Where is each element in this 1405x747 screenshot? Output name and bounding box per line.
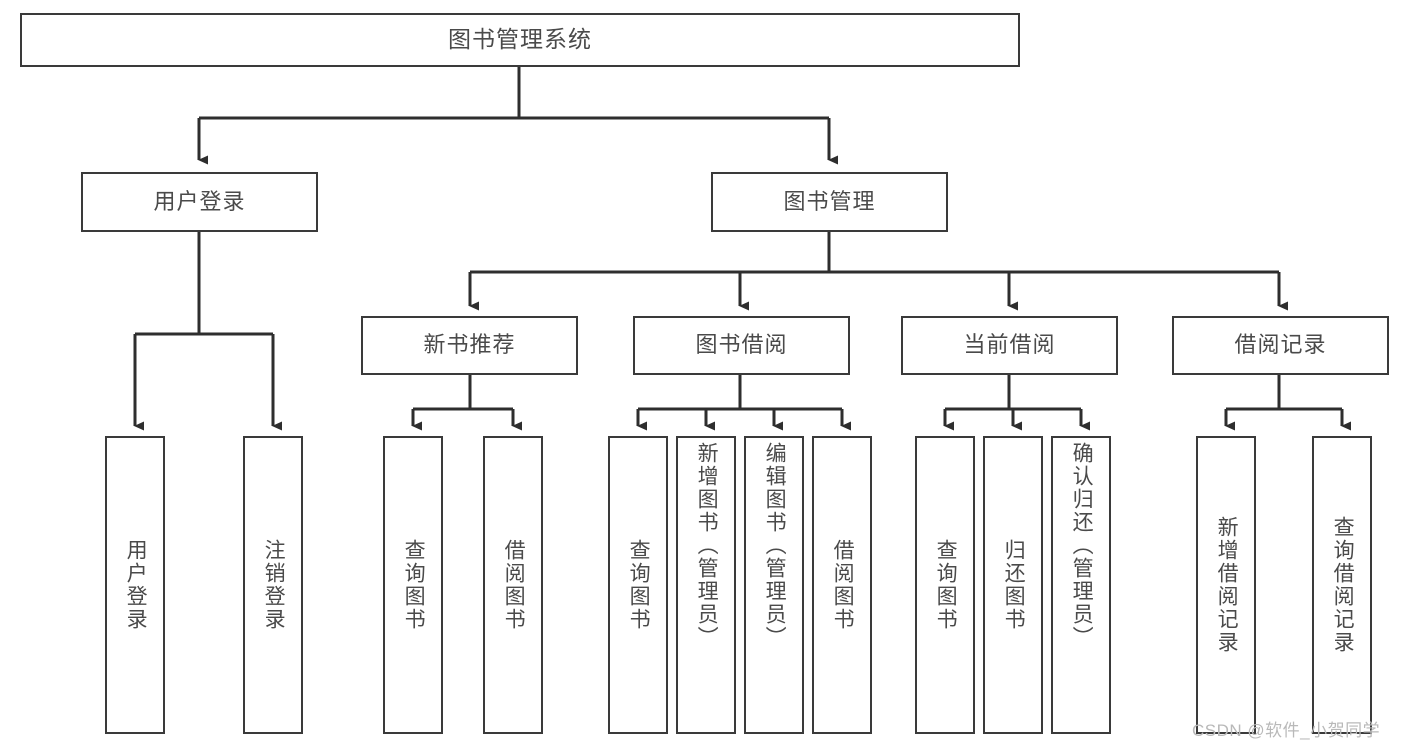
leaf-query-books-recommend[interactable]: 查询图书: [383, 436, 443, 734]
leaf-add-borrow-record[interactable]: 新增借阅记录: [1196, 436, 1256, 734]
node-book-borrow[interactable]: 图书借阅: [633, 316, 850, 375]
leaf-add-book-admin[interactable]: 新增图书（管理员）: [676, 436, 736, 734]
node-label: 借阅图书: [831, 539, 855, 631]
leaf-return-books[interactable]: 归还图书: [983, 436, 1043, 734]
leaf-borrow-books[interactable]: 借阅图书: [812, 436, 872, 734]
leaf-edit-book-admin[interactable]: 编辑图书（管理员）: [744, 436, 804, 734]
node-label: 新增图书（管理员）: [695, 442, 719, 649]
node-label: 当前借阅: [963, 332, 1056, 358]
leaf-confirm-return-admin[interactable]: 确认归还（管理员）: [1051, 436, 1111, 734]
leaf-query-books-current[interactable]: 查询图书: [915, 436, 975, 734]
node-label: 查询图书: [402, 539, 426, 631]
node-book-management[interactable]: 图书管理: [711, 172, 948, 232]
node-label: 借阅记录: [1234, 332, 1327, 358]
node-label: 借阅图书: [502, 539, 526, 631]
node-label: 用户登录: [124, 539, 148, 631]
node-current-borrow[interactable]: 当前借阅: [901, 316, 1118, 375]
node-label: 查询借阅记录: [1331, 516, 1355, 654]
leaf-logout-login[interactable]: 注销登录: [243, 436, 303, 734]
node-label: 编辑图书（管理员）: [763, 442, 787, 649]
node-label: 新增借阅记录: [1215, 516, 1239, 654]
csdn-watermark: CSDN @软件_小贺同学: [1192, 721, 1381, 740]
node-label: 图书管理系统: [448, 26, 592, 53]
node-label: 查询图书: [934, 539, 958, 631]
node-label: 用户登录: [153, 188, 246, 214]
leaf-query-borrow-record[interactable]: 查询借阅记录: [1312, 436, 1372, 734]
node-label: 图书管理: [783, 188, 876, 214]
node-book-management-system[interactable]: 图书管理系统: [20, 13, 1020, 67]
node-user-login[interactable]: 用户登录: [81, 172, 318, 232]
leaf-borrow-books-recommend[interactable]: 借阅图书: [483, 436, 543, 734]
node-label: 确认归还（管理员）: [1070, 442, 1094, 649]
leaf-user-login[interactable]: 用户登录: [105, 436, 165, 734]
node-label: 归还图书: [1002, 539, 1026, 631]
node-label: 图书借阅: [695, 332, 788, 358]
leaf-query-books-borrow[interactable]: 查询图书: [608, 436, 668, 734]
node-new-book-recommend[interactable]: 新书推荐: [361, 316, 578, 375]
node-borrow-records[interactable]: 借阅记录: [1172, 316, 1389, 375]
node-label: 查询图书: [627, 539, 651, 631]
node-label: 新书推荐: [423, 332, 516, 358]
node-label: 注销登录: [262, 539, 286, 631]
